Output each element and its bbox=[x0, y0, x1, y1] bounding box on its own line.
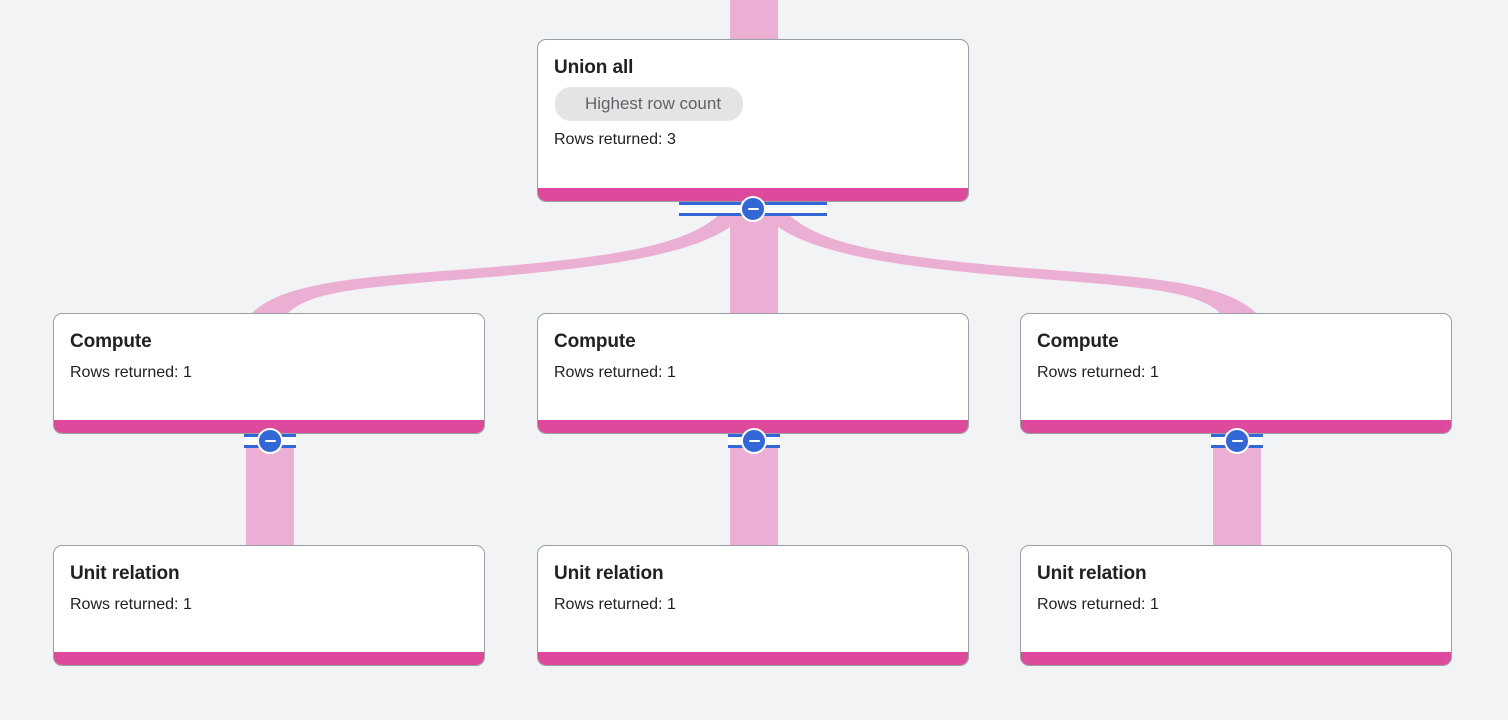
edge-union-to-compute-3 bbox=[756, 202, 1256, 325]
plan-node-compute-1[interactable]: Compute Rows returned: 1 bbox=[53, 313, 485, 434]
node-footer-bar bbox=[1021, 652, 1451, 665]
plan-node-compute-2[interactable]: Compute Rows returned: 1 bbox=[537, 313, 969, 434]
node-title: Unit relation bbox=[554, 563, 664, 584]
collapse-toggle-compute-1[interactable] bbox=[244, 428, 296, 454]
collapse-toggle-compute-2[interactable] bbox=[728, 428, 780, 454]
minus-circle-icon[interactable] bbox=[257, 428, 283, 454]
plan-node-union-all[interactable]: Union all Highest row count Rows returne… bbox=[537, 39, 969, 202]
collapse-toggle-compute-3[interactable] bbox=[1211, 428, 1263, 454]
node-body: Unit relation Rows returned: 1 bbox=[538, 546, 968, 652]
node-rows-returned: Rows returned: 1 bbox=[70, 596, 192, 613]
node-rows-returned: Rows returned: 3 bbox=[554, 131, 676, 148]
node-body: Unit relation Rows returned: 1 bbox=[1021, 546, 1451, 652]
node-title: Compute bbox=[554, 331, 636, 352]
node-rows-returned: Rows returned: 1 bbox=[554, 364, 676, 381]
node-footer-bar bbox=[538, 420, 968, 433]
node-body: Unit relation Rows returned: 1 bbox=[54, 546, 484, 652]
minus-circle-icon[interactable] bbox=[741, 428, 767, 454]
node-title: Unit relation bbox=[1037, 563, 1147, 584]
plan-node-compute-3[interactable]: Compute Rows returned: 1 bbox=[1020, 313, 1452, 434]
node-title: Unit relation bbox=[70, 563, 180, 584]
node-title: Union all bbox=[554, 57, 634, 78]
minus-circle-icon[interactable] bbox=[740, 196, 766, 222]
node-title: Compute bbox=[70, 331, 152, 352]
node-rows-returned: Rows returned: 1 bbox=[1037, 364, 1159, 381]
node-footer-bar bbox=[538, 188, 968, 201]
node-rows-returned: Rows returned: 1 bbox=[554, 596, 676, 613]
node-body: Compute Rows returned: 1 bbox=[54, 314, 484, 420]
plan-node-unit-relation-3[interactable]: Unit relation Rows returned: 1 bbox=[1020, 545, 1452, 666]
node-footer-bar bbox=[54, 420, 484, 433]
node-body: Union all Highest row count Rows returne… bbox=[538, 40, 968, 188]
node-body: Compute Rows returned: 1 bbox=[1021, 314, 1451, 420]
plan-node-unit-relation-1[interactable]: Unit relation Rows returned: 1 bbox=[53, 545, 485, 666]
node-body: Compute Rows returned: 1 bbox=[538, 314, 968, 420]
edge-parent-to-union bbox=[730, 0, 778, 39]
node-footer-bar bbox=[54, 652, 484, 665]
node-rows-returned: Rows returned: 1 bbox=[70, 364, 192, 381]
edge-union-to-compute-1 bbox=[252, 202, 752, 325]
node-title: Compute bbox=[1037, 331, 1119, 352]
node-footer-bar bbox=[538, 652, 968, 665]
minus-circle-icon[interactable] bbox=[1224, 428, 1250, 454]
plan-node-unit-relation-2[interactable]: Unit relation Rows returned: 1 bbox=[537, 545, 969, 666]
node-rows-returned: Rows returned: 1 bbox=[1037, 596, 1159, 613]
node-badge-highest-row-count: Highest row count bbox=[555, 87, 744, 121]
collapse-toggle-union-all[interactable] bbox=[679, 196, 827, 222]
node-footer-bar bbox=[1021, 420, 1451, 433]
